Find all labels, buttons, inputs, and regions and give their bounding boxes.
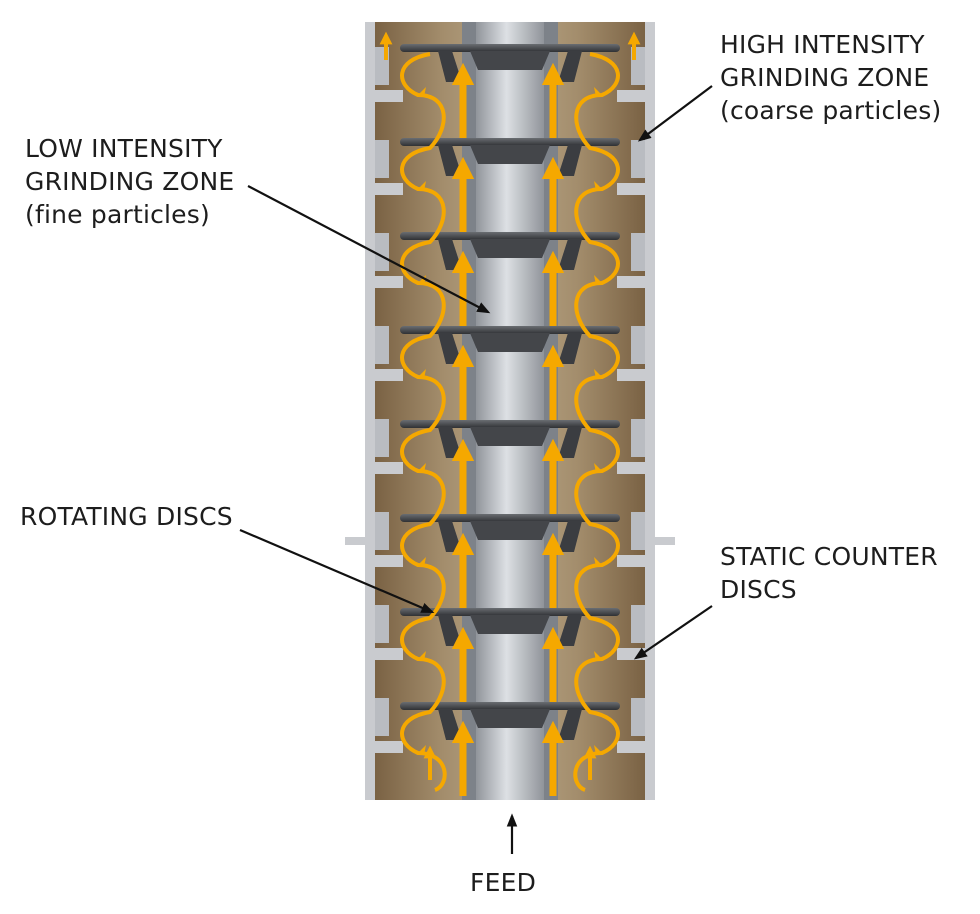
shell-liner-right — [631, 140, 645, 178]
rotating-disc — [400, 702, 620, 710]
disc-hub — [470, 145, 550, 164]
label-line: DISCS — [720, 575, 797, 604]
flow-arrowhead — [418, 369, 426, 379]
leader-rotating-discs — [239, 528, 435, 614]
shell-liner-left — [375, 233, 389, 271]
particle-flow-arrows — [379, 31, 641, 796]
static-counter-disc-left — [375, 648, 403, 660]
label-high-intensity-zone: HIGH INTENSITY GRINDING ZONE (coarse par… — [720, 28, 941, 127]
rotating-disc — [400, 608, 620, 616]
rotating-disc — [400, 326, 620, 334]
label-line: HIGH INTENSITY — [720, 30, 925, 59]
disc-hub — [470, 333, 550, 352]
static-counter-disc-right — [617, 183, 645, 195]
label-rotating-discs: ROTATING DISCS — [20, 500, 233, 533]
shell-liner-right — [631, 605, 645, 643]
static-counter-disc-right — [617, 369, 645, 381]
shell-liner-right — [631, 512, 645, 550]
static-counter-disc-left — [375, 183, 403, 195]
flow-arrowhead — [594, 275, 602, 285]
label-line: STATIC COUNTER — [720, 542, 938, 571]
label-line: (coarse particles) — [720, 96, 942, 125]
flow-arrowhead — [594, 181, 602, 191]
label-low-intensity-zone: LOW INTENSITY GRINDING ZONE (fine partic… — [25, 132, 234, 231]
static-counter-disc-right — [617, 462, 645, 474]
shell-liner-left — [375, 605, 389, 643]
rotating-disc — [400, 44, 620, 52]
disc-hub — [470, 521, 550, 540]
flow-arrowhead — [418, 651, 426, 661]
rotating-disc — [400, 514, 620, 522]
static-counter-disc-left — [375, 369, 403, 381]
disc-hub — [470, 427, 550, 446]
leader-static-counter-discs — [633, 605, 713, 660]
shell-liner-left — [375, 419, 389, 457]
shell-flange-left — [345, 537, 365, 545]
label-line: LOW INTENSITY — [25, 134, 223, 163]
label-static-counter-discs: STATIC COUNTER DISCS — [720, 540, 938, 606]
static-counter-disc-left — [375, 462, 403, 474]
disc-hub — [470, 615, 550, 634]
static-counter-disc-right — [617, 741, 645, 753]
label-line: GRINDING ZONE — [25, 167, 235, 196]
wall-flow-left — [400, 52, 447, 792]
rotating-disc — [400, 420, 620, 428]
leader-high-intensity-zone — [637, 85, 713, 142]
wall-flow-right — [573, 52, 620, 792]
static-counter-discs — [375, 47, 645, 753]
static-counter-disc-right — [617, 276, 645, 288]
disc-hub — [470, 709, 550, 728]
flow-arrowhead — [418, 181, 426, 191]
shell-liner-right — [631, 326, 645, 364]
flow-arrowhead — [594, 87, 602, 97]
static-counter-disc-left — [375, 555, 403, 567]
label-line: GRINDING ZONE — [720, 63, 930, 92]
flow-arrowhead — [594, 557, 602, 567]
flow-arrowhead — [594, 463, 602, 473]
shell-liner-left — [375, 140, 389, 178]
flow-arrowhead — [418, 463, 426, 473]
label-line: (fine particles) — [25, 200, 210, 229]
shell-liner-right — [631, 233, 645, 271]
label-feed: FEED — [470, 866, 536, 899]
shell-flange-right — [655, 537, 675, 545]
label-line: FEED — [470, 868, 537, 897]
static-counter-disc-right — [617, 90, 645, 102]
disc-hub — [470, 239, 550, 258]
static-counter-disc-left — [375, 741, 403, 753]
label-line: ROTATING DISCS — [20, 502, 233, 531]
shell-liner-right — [631, 698, 645, 736]
shell-liner-left — [375, 326, 389, 364]
static-counter-disc-left — [375, 276, 403, 288]
callout-leader-lines — [239, 85, 713, 854]
flow-arrowhead — [594, 651, 602, 661]
rotating-discs — [400, 44, 620, 740]
rotating-disc — [400, 138, 620, 146]
flow-arrowhead — [418, 87, 426, 97]
shell-liner-left — [375, 512, 389, 550]
flow-arrowhead — [418, 557, 426, 567]
disc-hub — [470, 51, 550, 70]
static-counter-disc-left — [375, 90, 403, 102]
leader-low-intensity-zone — [247, 185, 491, 314]
rotating-disc — [400, 232, 620, 240]
static-counter-disc-right — [617, 555, 645, 567]
shell-liner-right — [631, 419, 645, 457]
flow-arrowhead — [594, 369, 602, 379]
shell-liner-left — [375, 698, 389, 736]
